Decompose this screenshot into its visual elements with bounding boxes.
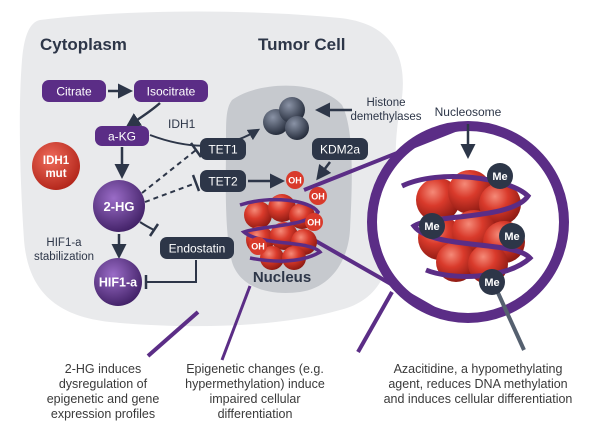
tet1-label: TET1 xyxy=(208,143,238,157)
arrow-kdm2a-oh xyxy=(316,161,332,181)
oh-tag-label: OH xyxy=(251,242,265,252)
inhibit-2hg-tet1-bar xyxy=(189,142,203,158)
me-tag-label: Me xyxy=(492,171,507,183)
caption-left: 2-HG induces dysregulation of epigenetic… xyxy=(14,362,192,422)
oh-tag-label: OH xyxy=(307,218,321,228)
nucleus-label: Nucleus xyxy=(253,269,311,286)
caption-left-line: expression profiles xyxy=(50,407,156,421)
histone-label-1: Histone xyxy=(367,97,406,109)
pointer-line-me xyxy=(492,283,526,351)
hif1a-label: HIF1-a xyxy=(99,276,138,290)
nucleosome-label: Nucleosome xyxy=(435,105,502,119)
oh-tag-label: OH xyxy=(288,176,302,186)
oh-tag xyxy=(249,237,267,255)
akg-box xyxy=(95,126,149,146)
caption-middle-line: hypermethylation) induce xyxy=(185,377,325,391)
caption-middle: Epigenetic changes (e.g. hypermethylatio… xyxy=(166,362,344,422)
akg-label: a-KG xyxy=(108,130,136,144)
idh1-mut-label-2: mut xyxy=(45,168,66,180)
arrow-isocitrate-akg xyxy=(125,102,161,128)
citrate-label: Citrate xyxy=(56,85,92,99)
caption-left-line: epigenetic and gene xyxy=(46,392,160,406)
hif1a-node xyxy=(94,258,142,306)
oh-tag-label: OH xyxy=(311,192,325,202)
2hg-label: 2-HG xyxy=(103,199,134,214)
cytoplasm-title: Cytoplasm xyxy=(40,35,127,54)
idh1-label: IDH1 xyxy=(168,117,196,131)
me-tag xyxy=(419,213,445,239)
caption-left-line: dysregulation of xyxy=(58,377,148,391)
pointer-line-middle xyxy=(220,285,252,361)
caption-right-line: and induces cellular differentiation xyxy=(383,392,573,406)
pointer-line-left xyxy=(146,310,200,358)
tet2-label: TET2 xyxy=(208,175,238,189)
caption-middle-line: Epigenetic changes (e.g. xyxy=(186,362,324,376)
isocitrate-label: Isocitrate xyxy=(147,85,196,99)
small-nucleosome xyxy=(239,194,323,270)
inhibit-2hg-endostatin-bar xyxy=(148,223,160,237)
hif1-stab-label-2: stabilization xyxy=(34,251,94,263)
me-tag xyxy=(499,223,525,249)
inhibit-endostatin-hif1a xyxy=(146,260,197,283)
endostatin-box xyxy=(160,237,234,259)
inhibit-2hg-tet2 xyxy=(144,182,197,203)
inhibit-2hg-tet2-bar xyxy=(191,174,201,192)
kdm2a-label: KDM2a xyxy=(320,143,360,157)
caption-middle-line: impaired cellular xyxy=(209,392,301,406)
caption-right-line: agent, reduces DNA methylation xyxy=(388,377,568,391)
citrate-box xyxy=(42,80,106,102)
inhibit-2hg-tet1 xyxy=(141,149,197,194)
me-tag-label: Me xyxy=(484,277,499,289)
idh1-mut-label-1: IDH1 xyxy=(43,155,70,167)
oh-tag xyxy=(305,213,323,231)
caption-middle-line: differentiation xyxy=(217,407,293,421)
oh-tag xyxy=(286,171,304,189)
me-tag-label: Me xyxy=(424,221,439,233)
histone-label-2: demethylases xyxy=(351,111,422,123)
caption-left-line: 2-HG induces xyxy=(64,362,142,376)
me-tag-label: Me xyxy=(504,231,519,243)
kdm2a-box xyxy=(312,138,368,160)
caption-right-line: Azacitidine, a hypomethylating xyxy=(393,362,563,376)
me-tag xyxy=(479,269,505,295)
idh1-mut-node xyxy=(32,142,80,190)
tumor-cell-title: Tumor Cell xyxy=(258,35,346,54)
histone-ball xyxy=(285,116,309,140)
tet2-box xyxy=(200,170,246,192)
endostatin-label: Endostatin xyxy=(169,242,226,256)
me-tag xyxy=(487,163,513,189)
isocitrate-box xyxy=(134,80,208,102)
caption-right: Azacitidine, a hypomethylating agent, re… xyxy=(360,362,596,407)
hif1-stab-label-1: HIF1-a xyxy=(46,237,82,249)
2hg-node xyxy=(93,180,145,232)
tet1-box xyxy=(200,138,246,160)
pointer-line-right xyxy=(356,291,394,353)
zoom-line-bottom xyxy=(299,230,441,314)
oh-tag xyxy=(309,187,327,205)
